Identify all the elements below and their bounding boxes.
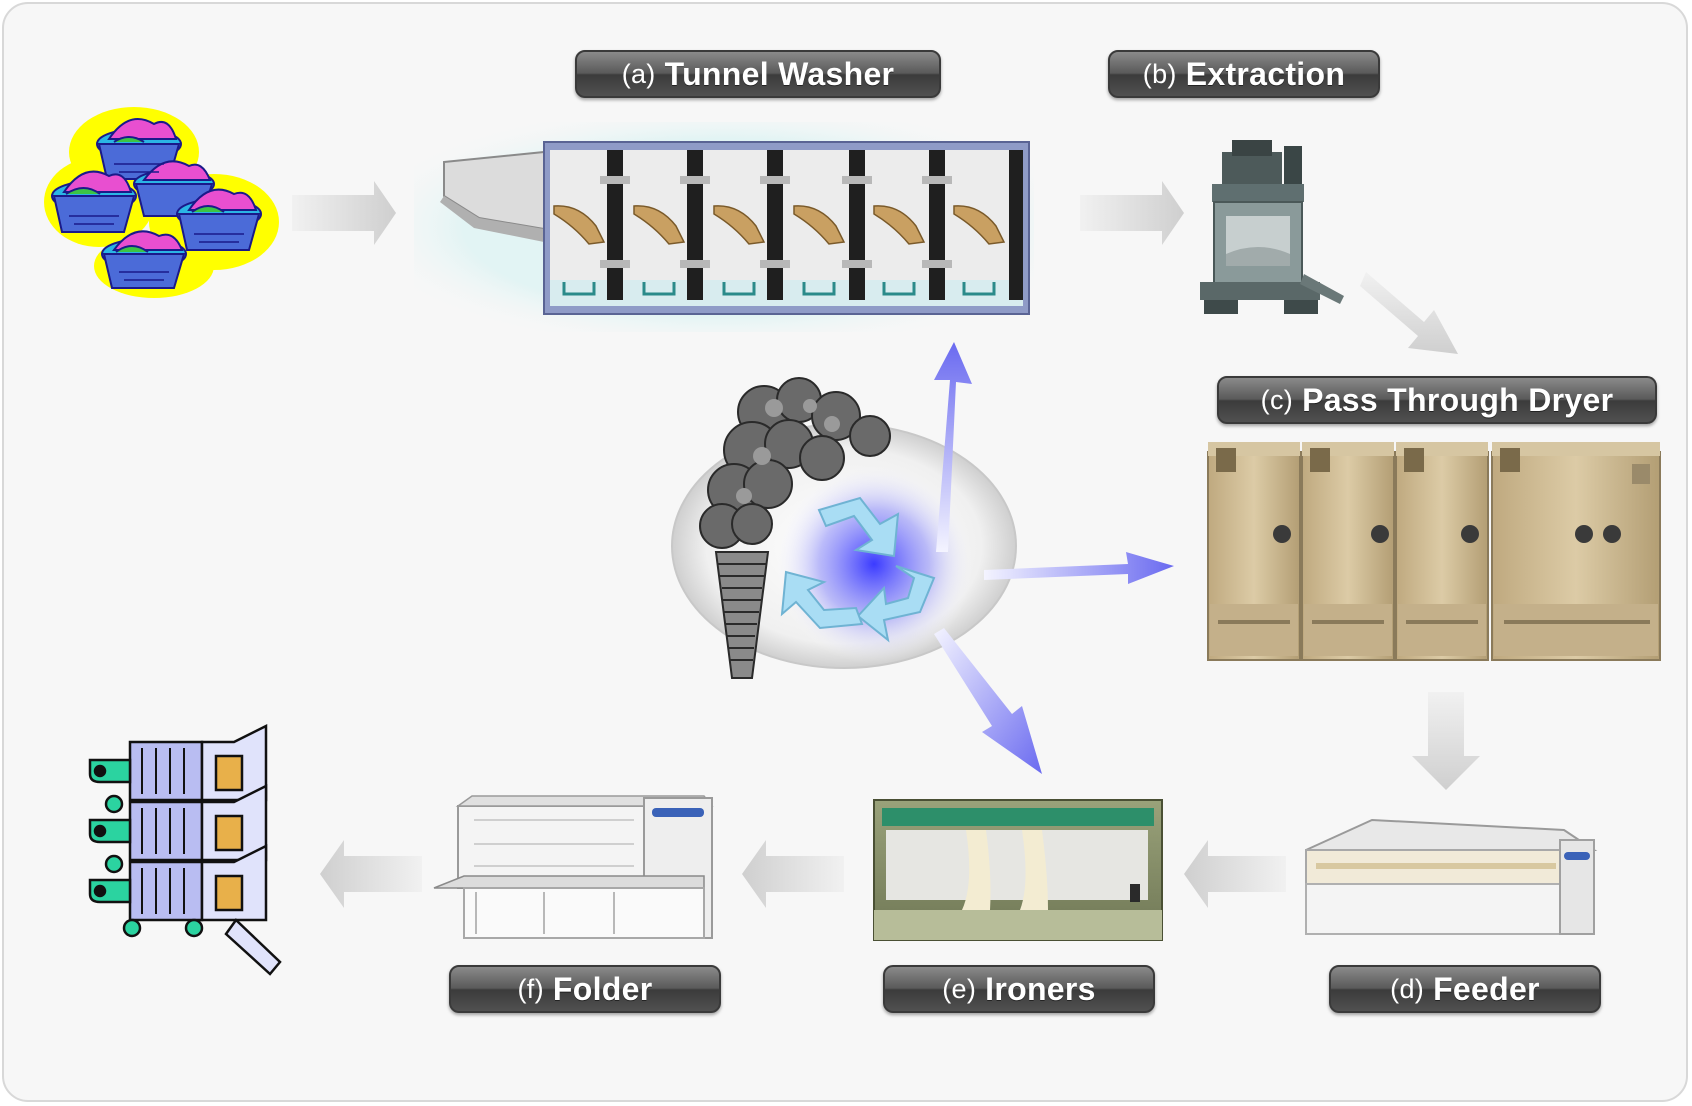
flow-arrow-folder-to-output bbox=[320, 840, 422, 908]
smokestack-recycle-icon bbox=[671, 377, 1017, 679]
flow-arrow-extraction-to-dryer bbox=[1360, 272, 1458, 354]
flow-arrow-washer-to-extraction bbox=[1080, 181, 1184, 245]
label-feeder: (d)Feeder bbox=[1329, 965, 1601, 1013]
label-ironers: (e)Ironers bbox=[883, 965, 1155, 1013]
flow-arrow-feeder-to-ironers bbox=[1184, 840, 1286, 908]
energy-arrow-to-ironers bbox=[934, 628, 1042, 774]
flow-arrow-dryer-to-feeder bbox=[1412, 692, 1480, 790]
laundry-baskets-icon bbox=[44, 107, 279, 298]
extraction-press-machine bbox=[1200, 140, 1344, 314]
folder-machine bbox=[433, 795, 714, 939]
pass-through-dryer-machines bbox=[1207, 442, 1661, 661]
ironer-machine bbox=[873, 799, 1163, 941]
linen-carts-icon bbox=[88, 723, 282, 976]
energy-arrow-to-washer bbox=[934, 342, 972, 552]
flow-arrow-ironers-to-folder bbox=[742, 840, 844, 908]
label-tunnel-washer: (a)Tunnel Washer bbox=[575, 50, 941, 98]
energy-arrow-to-dryer bbox=[984, 552, 1174, 584]
diagram-artwork bbox=[44, 107, 1661, 976]
tunnel-washer-machine bbox=[414, 122, 1034, 332]
feeder-machine bbox=[1305, 818, 1598, 935]
label-folder: (f)Folder bbox=[449, 965, 721, 1013]
flow-arrow-input-to-washer bbox=[292, 181, 396, 245]
label-extraction: (b)Extraction bbox=[1108, 50, 1380, 98]
label-pass-through-dryer: (c)Pass Through Dryer bbox=[1217, 376, 1657, 424]
